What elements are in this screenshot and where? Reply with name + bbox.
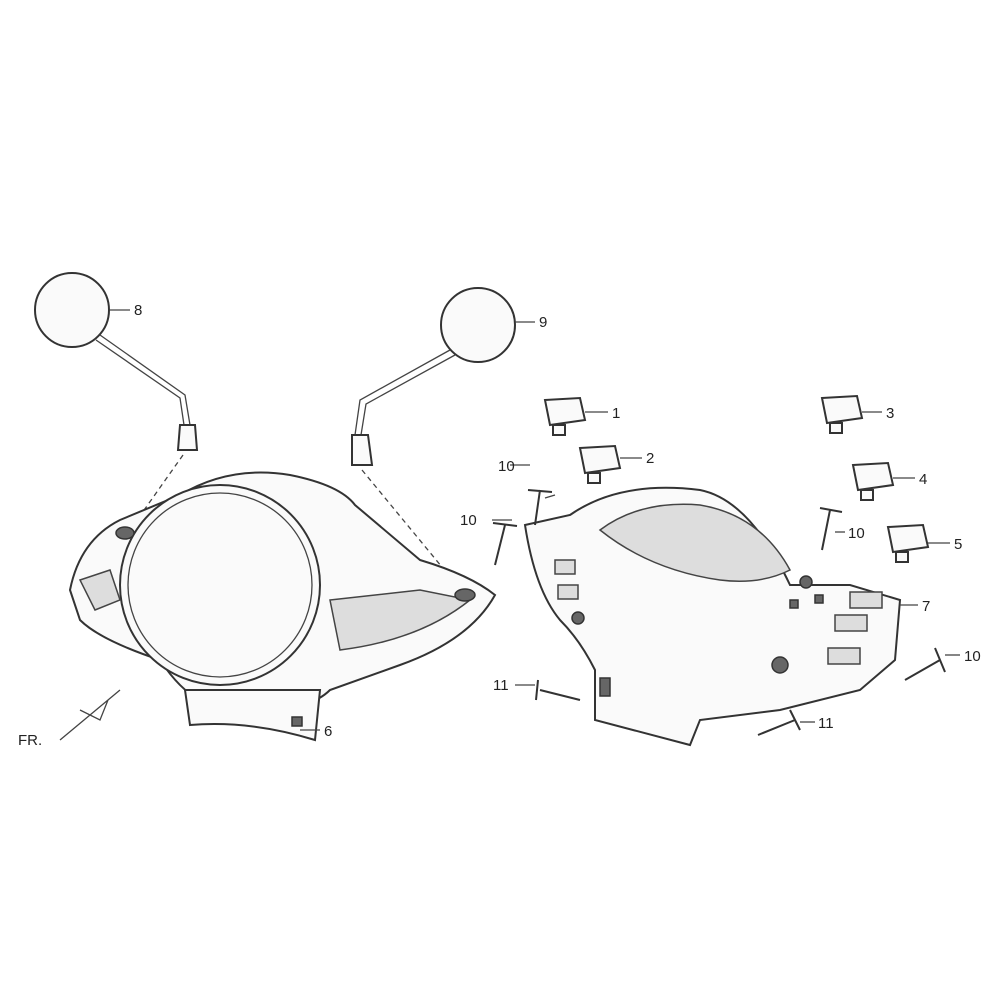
rear-handlebar-cover	[523, 486, 902, 747]
switch-5	[886, 523, 930, 563]
switch-3	[820, 394, 864, 434]
callout-5: 5	[954, 536, 962, 553]
callout-10d: 10	[964, 648, 981, 665]
front-handlebar-cover	[68, 471, 497, 742]
screw-10a	[527, 489, 553, 526]
left-mirror	[34, 272, 199, 451]
screws	[492, 489, 946, 736]
screw-11a	[535, 679, 581, 701]
callout-11b: 11	[818, 715, 834, 732]
mirror-head-right	[440, 287, 516, 363]
callout-1: 1	[612, 405, 620, 422]
mirror-stem-right	[354, 349, 456, 436]
callout-9: 9	[539, 314, 547, 331]
mirror-head-left	[34, 272, 110, 348]
headlight-lens	[119, 484, 321, 686]
front-direction-label: FR.	[18, 732, 42, 749]
callout-6: 6	[324, 723, 332, 740]
screw-11b	[757, 709, 801, 736]
instrument-opening	[598, 503, 792, 582]
switch-2	[578, 444, 622, 484]
right-mirror	[351, 287, 516, 466]
callout-10c: 10	[848, 525, 865, 542]
callout-10a: 10	[498, 458, 515, 475]
mirror-stem-left	[95, 334, 191, 426]
lower-cover	[183, 689, 322, 742]
screw-10c	[819, 507, 843, 551]
callout-11a: 11	[493, 677, 509, 694]
callout-2: 2	[646, 450, 654, 467]
switch-buttons	[543, 394, 930, 563]
callout-8: 8	[134, 302, 142, 319]
switch-1	[543, 396, 587, 436]
callout-4: 4	[919, 471, 927, 488]
screw-10b	[492, 522, 518, 566]
callout-7: 7	[922, 598, 930, 615]
callout-3: 3	[886, 405, 894, 422]
callout-10b: 10	[460, 512, 477, 529]
screw-10d	[904, 647, 946, 681]
switch-4	[851, 461, 895, 501]
